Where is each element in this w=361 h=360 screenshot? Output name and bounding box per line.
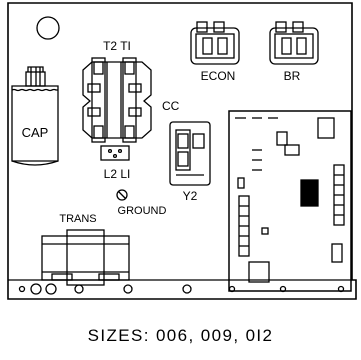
contactor: T2 TI CC L2 LI bbox=[82, 39, 180, 181]
contactor-bottom-terminals-label: L2 LI bbox=[104, 167, 131, 181]
transformer-label: TRANS bbox=[59, 213, 96, 225]
capacitor: CAP bbox=[11, 66, 59, 166]
sizes-caption: SIZES: 006, 009, 0I2 bbox=[87, 326, 274, 345]
br-label: BR bbox=[284, 69, 301, 83]
control-panel-diagram: CAP T2 TI CC L2 LI GROUND bbox=[7, 2, 357, 300]
y2-relay: Y2 bbox=[169, 121, 211, 203]
control-board: CM bbox=[228, 110, 352, 292]
econ-relay: ECON bbox=[190, 21, 240, 83]
mounting-hole bbox=[36, 16, 60, 40]
econ-label: ECON bbox=[201, 69, 236, 83]
ground-screw: GROUND bbox=[116, 189, 167, 217]
contactor-top-terminals-label: T2 TI bbox=[103, 39, 131, 53]
board-chip-label: CM bbox=[304, 185, 315, 201]
transformer: TRANS bbox=[41, 213, 130, 286]
cap-label: CAP bbox=[22, 125, 49, 140]
contactor-label: CC bbox=[162, 99, 180, 113]
br-relay: BR bbox=[269, 21, 319, 83]
y2-label: Y2 bbox=[183, 189, 198, 203]
ground-label: GROUND bbox=[118, 205, 167, 217]
panel-outline bbox=[7, 2, 357, 300]
